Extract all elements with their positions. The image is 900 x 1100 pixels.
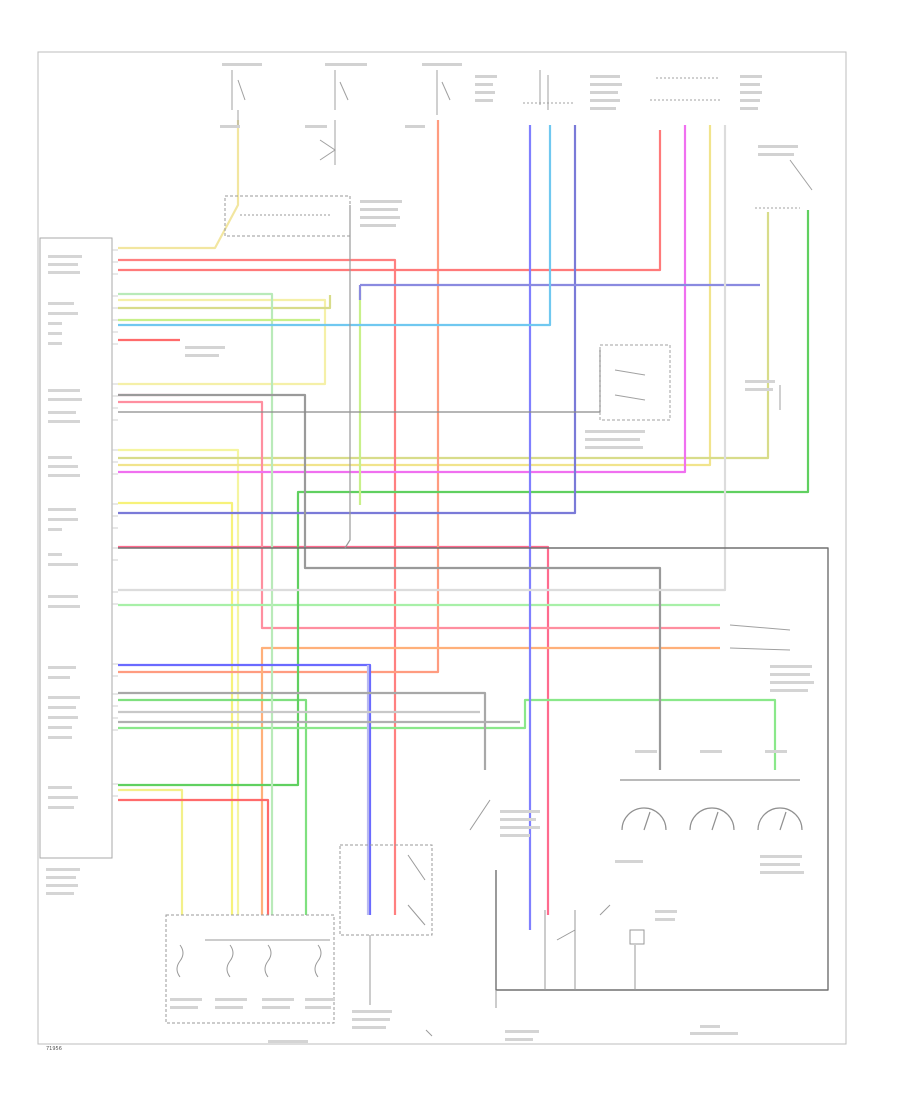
wire-orange-2: [260, 646, 720, 915]
wire-salmon: [118, 130, 662, 272]
figure-number: 71956: [46, 1046, 62, 1052]
wire-cyan: [118, 125, 552, 327]
gauge-labels: [635, 750, 804, 1035]
wire-gray-1: [118, 393, 662, 770]
wire-black-1: [118, 547, 829, 991]
wire-yellow-5: [118, 125, 712, 467]
wire-blue-3: [118, 125, 577, 515]
wire-green-1: [118, 698, 308, 915]
diagram-border: [37, 51, 847, 1045]
wire-purple: [358, 283, 760, 300]
wire-green-5: [118, 292, 274, 915]
bottom-center-labels: [500, 810, 677, 1041]
wire-yellow-3: [118, 788, 184, 915]
wire-magenta: [118, 125, 687, 474]
wire-olive: [118, 212, 770, 460]
wire-gray-2: [118, 691, 487, 770]
wire-yellow-4: [118, 298, 327, 386]
sensor-block-labels: [352, 1010, 392, 1029]
solenoid-pack: [165, 914, 335, 1024]
wire-red-3: [118, 338, 270, 915]
relay-top: [224, 195, 351, 237]
top-labels: [220, 63, 798, 227]
wire-orange-1: [118, 120, 440, 674]
gauge-group: [620, 779, 803, 831]
wire-black-3: [344, 205, 351, 549]
sensor-block: [339, 844, 433, 1037]
wire-lightgray: [118, 125, 727, 592]
wire-yellow-1: [118, 448, 240, 915]
wire-red-1: [118, 258, 397, 915]
top-components: [231, 70, 813, 209]
wire-yellow-2: [118, 501, 234, 915]
bottom-switches: [469, 799, 645, 1008]
wire-pink-1: [118, 400, 720, 630]
wire-blue-1: [118, 663, 372, 915]
wire-tan: [118, 120, 240, 250]
wires: [118, 120, 829, 991]
tcm-pin-labels: [46, 255, 82, 895]
wire-green-3: [118, 210, 810, 787]
tcm-module: [39, 237, 118, 895]
mid-switch: [599, 344, 791, 651]
wire-green-4: [118, 698, 777, 770]
solenoid-labels: [170, 998, 335, 1043]
mid-labels: [185, 346, 814, 692]
tcm-pin-ticks: [112, 249, 118, 797]
